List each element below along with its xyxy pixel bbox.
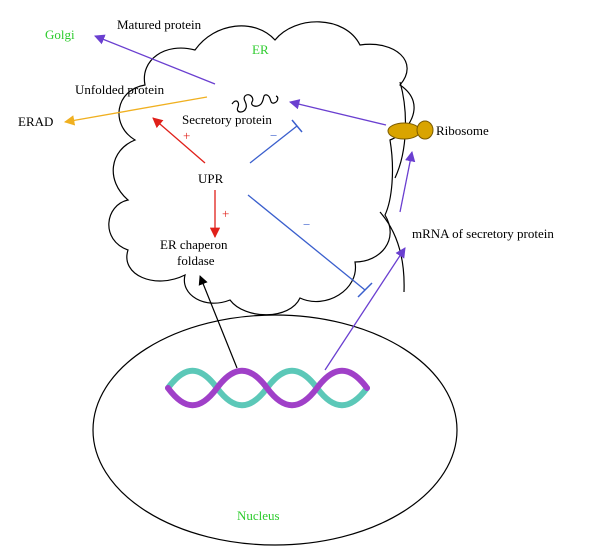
sign-upr-to-chaperon: + xyxy=(222,206,229,221)
label-er-chaperon: ER chaperon xyxy=(160,237,228,252)
sign-upr-to-unfolded: + xyxy=(183,128,190,143)
ribosome-icon xyxy=(387,120,434,140)
arrow-mrna-to-ribosome xyxy=(399,150,416,213)
label-secretory-protein: Secretory protein xyxy=(182,112,272,127)
label-er: ER xyxy=(252,42,269,57)
label-mrna: mRNA of secretory protein xyxy=(412,226,554,241)
arrow-upr-to-unfolded xyxy=(152,117,206,164)
arrow-ribosome-to-secretory-protein xyxy=(288,99,387,126)
arrow-unfolded-to-erad xyxy=(63,96,208,126)
unfolded-protein-squiggle-icon xyxy=(231,94,279,113)
label-foldase: foldase xyxy=(177,253,215,268)
inhibition-upr-to-secretory xyxy=(249,119,303,164)
arrow-dna-to-mrna xyxy=(324,247,406,371)
arrow-er-to-golgi xyxy=(94,34,216,85)
sign-upr-to-mrna: − xyxy=(303,217,310,232)
label-erad: ERAD xyxy=(18,114,53,129)
label-matured-protein: Matured protein xyxy=(117,17,202,32)
label-ribosome: Ribosome xyxy=(436,123,489,138)
dna-helix-icon xyxy=(165,367,370,409)
arrow-dna-to-chaperon xyxy=(198,275,238,369)
label-nucleus: Nucleus xyxy=(237,508,280,523)
nucleus-outline xyxy=(92,314,458,546)
inhibition-upr-to-mrna xyxy=(247,194,373,298)
sign-upr-to-secretory: − xyxy=(270,128,277,143)
label-upr: UPR xyxy=(198,171,224,186)
label-golgi: Golgi xyxy=(45,27,75,42)
er-compartment-outline xyxy=(108,21,415,316)
label-unfolded-protein: Unfolded protein xyxy=(75,82,165,97)
